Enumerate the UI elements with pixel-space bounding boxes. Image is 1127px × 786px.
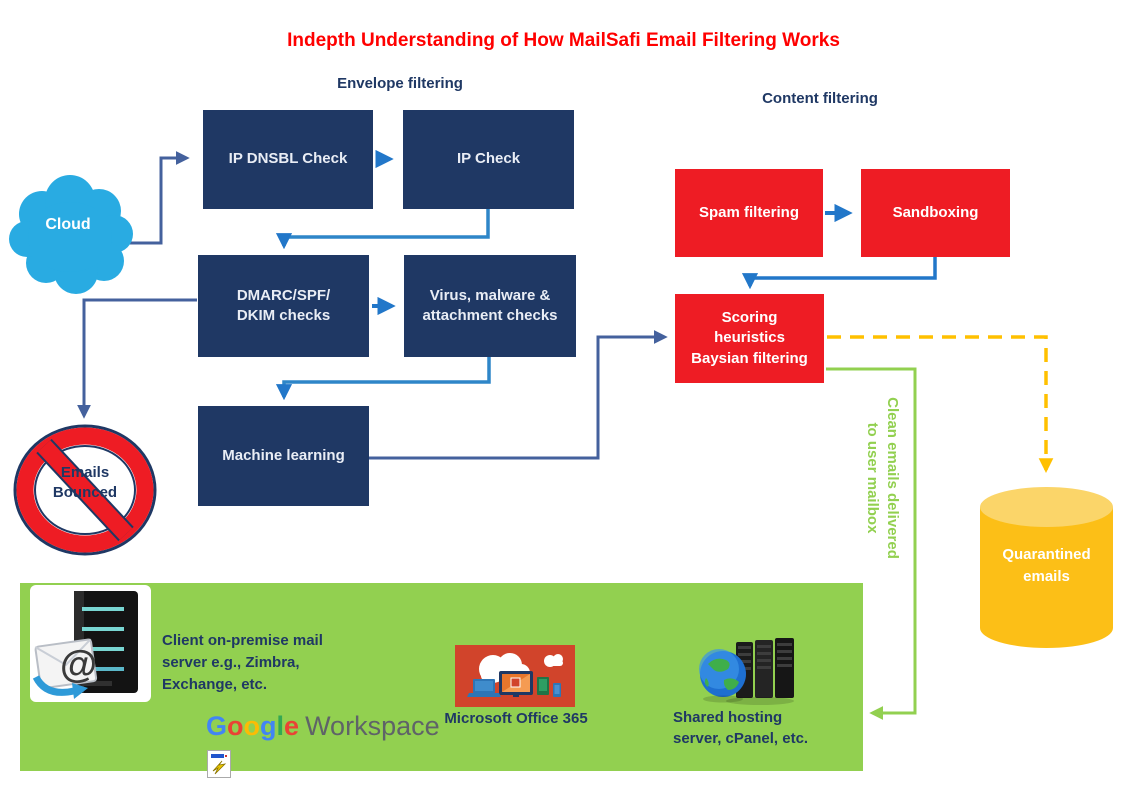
workspace-wordmark: Workspace [305, 711, 440, 741]
google-letter: g [260, 711, 277, 741]
node-label: Scoring [721, 309, 778, 327]
node-label: heuristics [714, 329, 785, 347]
bounced-text-line1: Emails [60, 464, 110, 481]
hosting-caption-line2: server, cPanel, etc. [673, 730, 809, 747]
google-letter: o [243, 711, 261, 741]
node-machine-learning: Machine learning [198, 406, 369, 506]
node-label: Machine learning [222, 446, 345, 464]
node-label: Virus, malware & attachment checks [422, 286, 558, 324]
arrow-sandboxing-to-scoring [741, 257, 937, 290]
node-ip-dnsbl-check: IP DNSBL Check [203, 110, 373, 209]
bounced-text-line2: Bounced [52, 484, 118, 502]
node-label: Sandboxing [892, 203, 979, 221]
emails-bounced-label: Emails Bounced [25, 463, 145, 504]
node-scoring-heuristics: Scoring heuristics Baysian filtering [675, 294, 824, 383]
lightning-window-badge-icon [207, 750, 231, 778]
google-letter: G [206, 711, 228, 741]
google-letter: l [276, 711, 285, 741]
node-spam-filtering: Spam filtering [675, 169, 823, 257]
cloud-icon [9, 175, 133, 294]
node-label: DKIM checks [236, 307, 331, 324]
office365-icon [455, 645, 575, 707]
cloud-text: Cloud [45, 216, 91, 233]
hosting-caption-line1: Shared hosting [673, 709, 783, 726]
client-onpremise-caption: Client on-premise mail server e.g., Zimb… [162, 632, 323, 693]
node-label: IP Check [456, 150, 521, 168]
shared-hosting-caption: Shared hosting server, cPanel, etc. [673, 707, 863, 749]
google-letter: e [284, 711, 300, 741]
node-virus-malware: Virus, malware & attachment checks [404, 255, 576, 357]
mail-server-icon: @ [30, 585, 151, 702]
clean-label-line2: to user mailbox [864, 422, 882, 534]
office365-caption: Microsoft Office 365 [444, 710, 588, 727]
clean-label-line1: Clean emails delivered [884, 397, 901, 559]
arrow-ip-check-to-dmarc [275, 209, 490, 250]
clean-emails-delivered-label: Clean emails delivered to user mailbox [858, 378, 902, 578]
node-label: Spam filtering [698, 203, 799, 221]
arrow-dmarc-to-bounced [77, 298, 197, 419]
envelope-filtering-label: Envelope filtering [337, 75, 463, 92]
quarantined-emails-label: Quarantined emails [1002, 546, 1091, 585]
node-label: IP DNSBL Check [228, 150, 348, 168]
node-dmarc-spf-dkim: DMARC/SPF/ DKIM checks [198, 255, 369, 357]
svg-text:@: @ [60, 644, 97, 686]
content-filtering-label: Content filtering [762, 90, 878, 107]
page-title: Indepth Understanding of How MailSafi Em… [287, 30, 840, 51]
node-label: DMARC/SPF/ [236, 286, 331, 304]
arrow-cloud-to-ip-dnsbl [130, 151, 190, 245]
cloud-label: Cloud [18, 216, 118, 234]
google-letter: o [227, 711, 244, 741]
node-label: Baysian filtering [691, 349, 808, 367]
node-ip-check: IP Check [403, 110, 574, 209]
globe [699, 649, 746, 703]
shared-hosting-icon [698, 636, 798, 706]
node-sandboxing: Sandboxing [861, 169, 1010, 257]
arrow-virus-to-machine-learning [275, 357, 491, 401]
